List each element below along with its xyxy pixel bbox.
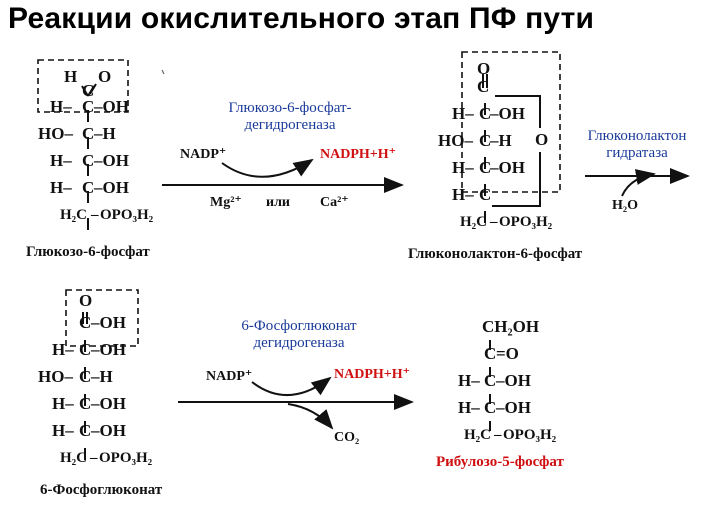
lactone-ring-oxygen: O [535, 130, 549, 149]
stray-mark [161, 69, 165, 75]
glucose6p-row-2: H– C –OH [50, 97, 129, 116]
reaction3-nadp: NADP⁺ [206, 369, 253, 384]
reaction1-enzyme-line2: дегидрогеназа [244, 117, 336, 133]
ribulose5p-row-1: CH₂OH [482, 317, 540, 336]
reaction1-enzyme-line1: Глюкозо-6-фосфат- [228, 100, 352, 116]
reaction3-enzyme-line1: 6-Фосфоглюконат [241, 318, 357, 334]
aldehyde-highlight-box [37, 59, 129, 113]
glucose6p-name: Глюкозо-6-фосфат [26, 244, 150, 260]
reaction3-nadph: NADPH+H⁺ [334, 367, 411, 382]
reaction3-arrow [178, 376, 414, 430]
glucose6p-row-1: H C O [64, 67, 112, 100]
phosphogluconate-structure: O C –OH H– C –OH HO– C –H H– C –OH H– C … [38, 290, 168, 474]
ribulose5p-structure: CH₂OH C =O H– C –OH H– C –OH H₂C – OPO₃H… [446, 316, 576, 451]
reaction1-or: или [266, 195, 290, 210]
phosphogluconate-row-4: HO– C –H [38, 367, 113, 386]
reaction2-water: H₂O [612, 198, 638, 213]
reaction1-mg: Mg²⁺ [210, 195, 242, 210]
gluconolactone-row-3: H– C –OH [452, 104, 525, 123]
reaction2-enzyme-line1: Глюконолактон [587, 128, 687, 144]
reaction1-nadp: NADP⁺ [180, 147, 227, 162]
ribulose5p-row-2: C =O [484, 344, 519, 363]
gluconolactone-row-4: HO– C –H [438, 131, 512, 150]
gluconolactone-row-5: H– C –OH [452, 158, 525, 177]
ribulose5p-row-5: H₂C – OPO₃H₂ [464, 427, 557, 443]
phosphogluconate-row-1: O [79, 291, 93, 310]
phosphogluconate-row-2: C –OH [79, 313, 126, 332]
phosphogluconate-row-6: H– C –OH [52, 421, 126, 440]
lactone-ring-highlight-box [461, 51, 561, 193]
reaction2-enzyme: Глюконолактон гидратаза [574, 128, 700, 162]
reaction2-arrow [585, 168, 690, 197]
ribulose5p-row-4: H– C –OH [458, 398, 531, 417]
reaction1-arrow [162, 158, 404, 193]
phosphogluconate-row-7: H₂C – OPO₃H₂ [60, 450, 153, 466]
gluconolactone-structure: O C H– C –OH HO– C –H H– C –OH H– C H₂C … [438, 58, 568, 238]
glucose6p-row-4: H– C –OH [50, 151, 129, 170]
page-title: Реакции окислительного этап ПФ пути [8, 2, 595, 35]
gluconolactone-row-6: H– C [452, 185, 492, 204]
ribulose5p-row-3: H– C –OH [458, 371, 531, 390]
reaction1-nadph: NADPH+H⁺ [320, 147, 397, 162]
glucose6p-structure: H C O H– C –OH HO– C –H H– C –OH H– C –O… [36, 66, 166, 231]
reaction3-enzyme: 6-Фосфоглюконат дегидрогеназа [214, 318, 384, 352]
ribulose5p-name: Рибулозо-5-фосфат [436, 454, 564, 470]
reaction2-enzyme-line2: гидратаза [606, 145, 668, 161]
gluconolactone-row-7: H₂C – OPO₃H₂ [460, 214, 553, 230]
reaction1-enzyme: Глюкозо-6-фосфат- дегидрогеназа [200, 100, 380, 134]
reaction3-enzyme-line2: дегидрогеназа [253, 335, 345, 351]
gluconolactone-bonds [482, 74, 541, 223]
reaction1-ca: Ca²⁺ [320, 195, 349, 210]
phosphogluconate-row-5: H– C –OH [52, 394, 126, 413]
phosphogluconate-name: 6-Фосфоглюконат [40, 482, 163, 498]
gluconolactone-row-2: C [477, 77, 490, 96]
gluconolactone-row-1: O [477, 59, 491, 78]
reaction3-co2: CO₂ [334, 430, 360, 445]
carboxyl-highlight-box [65, 289, 139, 347]
phosphogluconate-bonds [82, 312, 88, 460]
gluconolactone-name: Глюконолактон-6-фосфат [408, 246, 583, 262]
phosphogluconate-row-3: H– C –OH [52, 340, 126, 359]
glucose6p-row-5: H– C –OH [50, 178, 129, 197]
glucose6p-row-3: HO– C –H [38, 124, 116, 143]
glucose6p-row-6: H₂C – OPO₃H₂ [60, 207, 154, 223]
